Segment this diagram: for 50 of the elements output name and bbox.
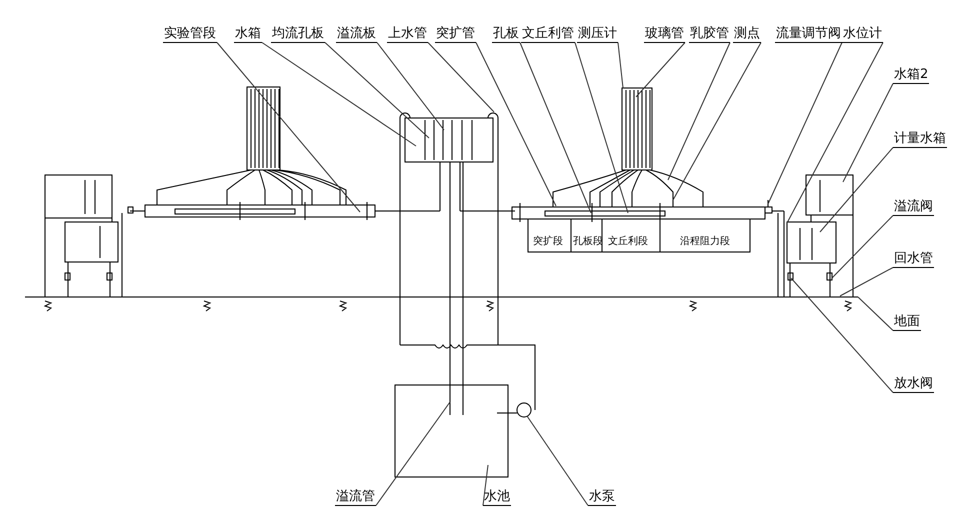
part-label: 溢流管 [335, 488, 376, 506]
part-label: 地面 [893, 313, 921, 331]
part-label: 水泵 [588, 488, 616, 506]
leader-line [324, 42, 430, 138]
part-label: 水位计 [842, 25, 883, 43]
leader-line [482, 464, 488, 506]
leader-line [786, 42, 884, 224]
part-label: 实验管段 [163, 25, 217, 43]
part-label: 计量水箱 [893, 130, 947, 148]
leader-line [820, 147, 894, 232]
part-label: 乳胶管 [689, 25, 730, 43]
section-label: 突扩段 [533, 236, 563, 248]
part-label: 测压计 [577, 25, 618, 43]
part-label: 文丘利管 [521, 25, 575, 43]
leader-line [376, 402, 450, 506]
leader-line [476, 42, 556, 206]
leader-line [216, 42, 360, 212]
part-label: 溢流阀 [893, 198, 934, 216]
leader-line [526, 416, 588, 506]
part-label: 孔板 [492, 25, 520, 43]
leader-line [636, 42, 686, 98]
part-label: 水箱 [234, 25, 262, 43]
leader-line [574, 42, 628, 214]
part-label: 均流孔板 [271, 25, 325, 43]
section-label: 孔板段 [573, 236, 603, 248]
leader-line [618, 42, 624, 88]
part-label: 回水管 [893, 250, 934, 268]
leader-line [858, 296, 894, 331]
leader-line [262, 42, 416, 146]
part-label: 玻璃管 [644, 25, 685, 43]
leader-line [672, 42, 762, 200]
leader-line [520, 42, 592, 214]
leader-line [376, 42, 444, 130]
part-label: 溢流板 [336, 25, 377, 43]
section-label: 文丘利段 [608, 236, 648, 248]
leader-line [768, 42, 842, 204]
part-label: 上水管 [387, 25, 428, 43]
part-label: 流量调节阀 [775, 25, 842, 43]
part-label: 放水阀 [893, 375, 934, 393]
leader-line [668, 42, 730, 180]
leader-line [832, 215, 894, 278]
leader-line [428, 42, 494, 112]
part-label: 测点 [733, 25, 761, 43]
part-label: 突扩管 [435, 25, 476, 43]
leader-line [842, 83, 894, 182]
part-label: 水箱2 [893, 66, 930, 84]
leader-line [790, 278, 894, 393]
leader-line [840, 267, 894, 296]
section-label: 沿程阻力段 [680, 236, 730, 248]
part-label: 水池 [483, 488, 511, 506]
